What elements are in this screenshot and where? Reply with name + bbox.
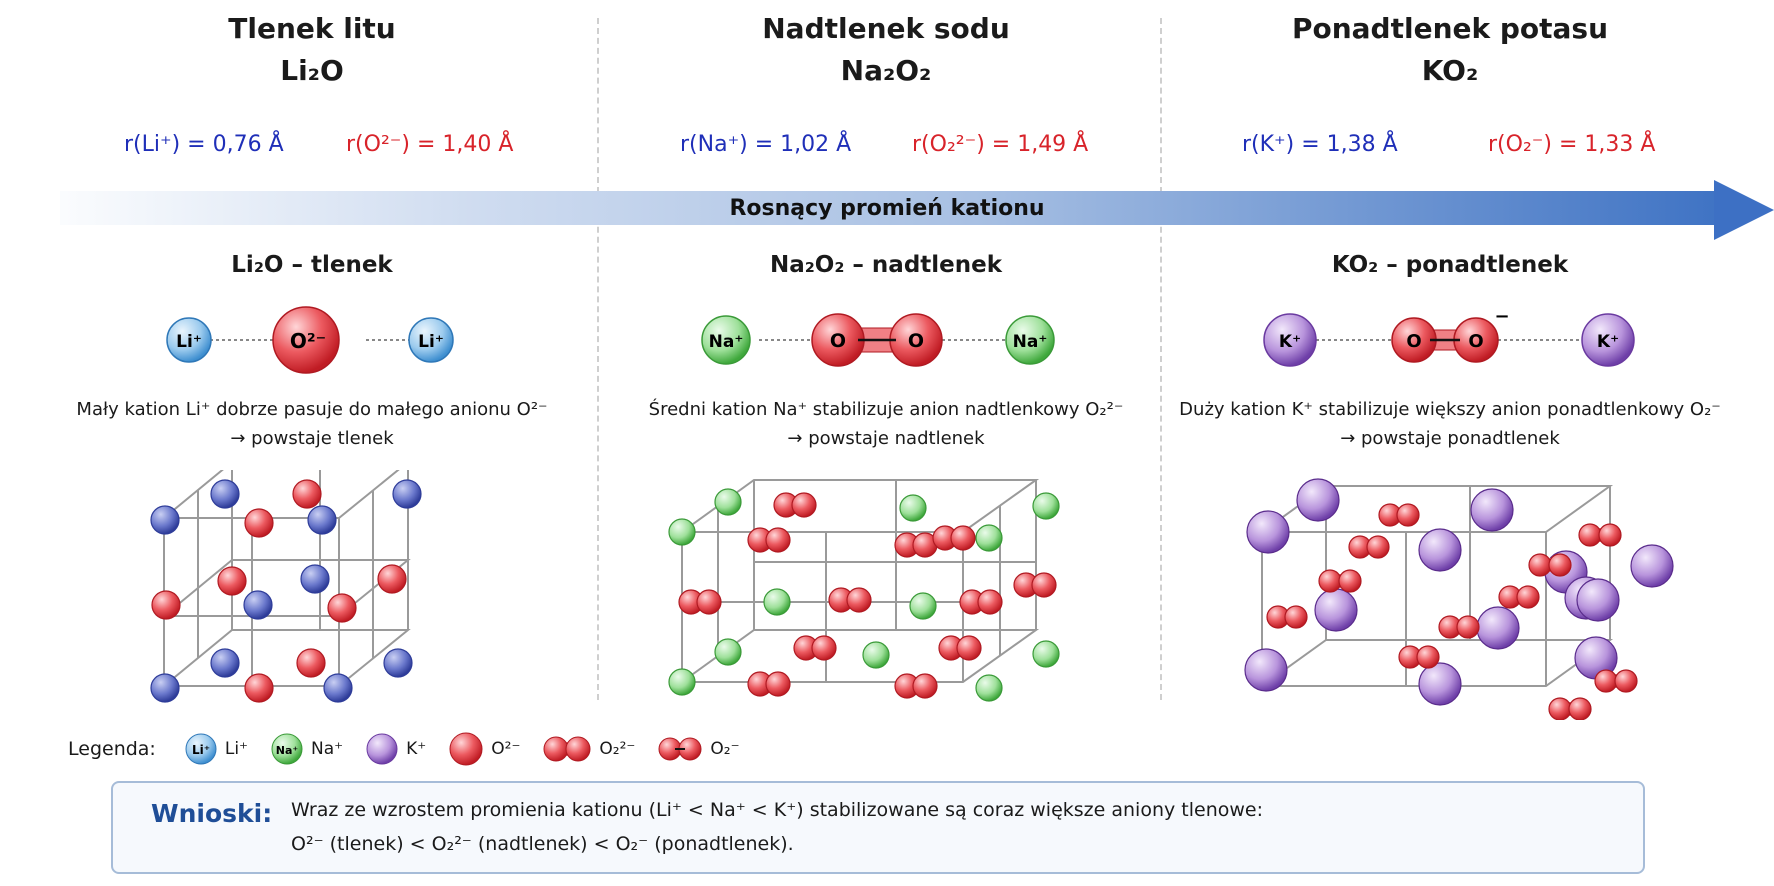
svg-text:Li⁺: Li⁺: [418, 332, 444, 352]
ion-model-ko2: K⁺ O O − K⁺: [1263, 306, 1635, 367]
compound-name: Nadtlenek sodu: [762, 12, 1010, 45]
crystal-lattice-ko2: [1244, 478, 1674, 720]
arrow-label: Rosnący promień kationu: [729, 196, 1045, 221]
li-cation-left: [166, 317, 212, 363]
legend-item-k: K⁺: [365, 732, 426, 766]
svg-text:O²⁻: O²⁻: [290, 329, 326, 353]
legend-item-superoxide: O₂⁻: [657, 735, 740, 763]
description: Mały kation Li⁺ dobrze pasuje do małego …: [76, 399, 548, 449]
li-cation-right: [408, 317, 454, 363]
legend-item-li: Li⁺ Li⁺: [184, 732, 248, 766]
k-cation-left: [1263, 313, 1317, 367]
svg-text:Li⁺: Li⁺: [192, 743, 210, 757]
legend-item-peroxide: O₂²⁻: [542, 734, 635, 764]
conclusion-box: Wnioski: Wraz ze wzrostem promienia kati…: [111, 781, 1645, 874]
anion-radius: r(O₂²⁻) = 1,49 Å: [912, 132, 1089, 157]
crystal-lattice-na2o2: [668, 479, 1060, 702]
column-divider: [597, 18, 599, 700]
legend: Legenda: Li⁺ Li⁺ Na⁺ Na⁺ K⁺ O²⁻ O₂²⁻ O₂⁻: [68, 732, 740, 766]
svg-text:O: O: [908, 330, 924, 352]
increasing-radius-arrow: [60, 191, 1720, 225]
svg-text:O: O: [1406, 331, 1421, 352]
svg-text:Na⁺: Na⁺: [276, 744, 299, 757]
compound-name: Ponadtlenek potasu: [1291, 12, 1609, 45]
legend-title: Legenda:: [68, 738, 156, 760]
svg-text:−: −: [1494, 306, 1509, 327]
conclusion-line-2: O²⁻ (tlenek) < O₂²⁻ (nadtlenek) < O₂⁻ (p…: [291, 833, 794, 855]
na-icon: Na⁺: [271, 733, 303, 765]
svg-text:Li⁺: Li⁺: [176, 332, 202, 352]
k-icon: [366, 733, 398, 765]
k-cation-right: [1581, 313, 1635, 367]
cation-radius: r(K⁺) = 1,38 Å: [1242, 132, 1398, 157]
legend-item-na: Na⁺ Na⁺: [270, 732, 343, 766]
na-cation-right: [1005, 315, 1055, 365]
anion-radius: r(O²⁻) = 1,40 Å: [346, 132, 514, 157]
column-divider: [1160, 18, 1162, 700]
ion-model-li2o: Li⁺ O²⁻ Li⁺: [166, 306, 454, 374]
svg-text:Na⁺: Na⁺: [709, 332, 744, 352]
svg-text:O: O: [830, 330, 846, 352]
svg-text:K⁺: K⁺: [1597, 332, 1619, 352]
description: Średni kation Na⁺ stabilizuje anion nadt…: [648, 399, 1124, 449]
compound-formula: Na₂O₂: [840, 54, 932, 87]
structure-title: Li₂O – tlenek: [231, 252, 393, 278]
superoxide-icon: [658, 737, 702, 761]
svg-text:K⁺: K⁺: [1279, 332, 1301, 352]
li-icon: Li⁺: [185, 733, 217, 765]
cation-radius: r(Na⁺) = 1,02 Å: [680, 132, 852, 157]
ion-model-na2o2: Na⁺ O O Na⁺: [701, 313, 1055, 367]
compound-name: Tlenek litu: [228, 12, 396, 45]
na-cation-left: [701, 315, 751, 365]
svg-text:O: O: [1468, 331, 1483, 352]
oxide-anion: [272, 306, 340, 374]
crystal-lattice-li2o: [150, 470, 422, 703]
oxide-icon: [449, 732, 483, 766]
arrow-head: [1714, 180, 1774, 240]
conclusion-label: Wnioski:: [151, 799, 273, 828]
peroxide-icon: [543, 736, 591, 762]
svg-text:Na⁺: Na⁺: [1013, 332, 1048, 352]
structure-title: Na₂O₂ – nadtlenek: [769, 252, 1003, 278]
compound-formula: KO₂: [1421, 54, 1479, 87]
compound-formula: Li₂O: [280, 54, 344, 87]
conclusion-line-1: Wraz ze wzrostem promienia kationu (Li⁺ …: [291, 799, 1263, 821]
anion-radius: r(O₂⁻) = 1,33 Å: [1488, 132, 1656, 157]
description: Duży kation K⁺ stabilizuje większy anion…: [1179, 399, 1721, 449]
legend-item-oxide: O²⁻: [448, 731, 520, 767]
structure-title: KO₂ – ponadtlenek: [1331, 252, 1569, 278]
cation-radius: r(Li⁺) = 0,76 Å: [124, 132, 284, 157]
